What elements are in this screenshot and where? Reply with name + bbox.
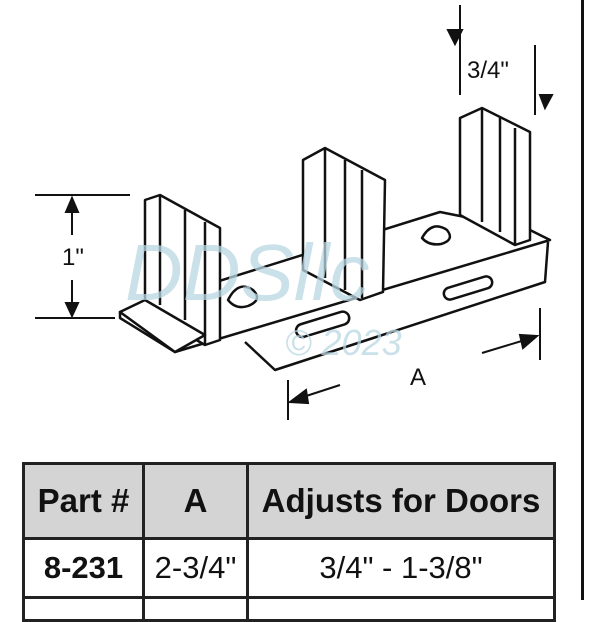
- door-guide-drawing: [118, 106, 552, 372]
- part-diagram: 1" 3/4" A DDSllc © 2023: [35, 5, 554, 420]
- border-line: [581, 0, 584, 600]
- table-header-row: Part # A Adjusts for Doors: [22, 462, 556, 540]
- cell-empty: [22, 596, 145, 622]
- specs-table: Part # A Adjusts for Doors 8-231 2-3/4" …: [22, 462, 556, 622]
- cell-a: 2-3/4": [142, 537, 249, 599]
- watermark-brand: DDSllc: [125, 228, 369, 317]
- cell-empty: [142, 596, 249, 622]
- dimension-lines: [35, 5, 554, 420]
- header-adjusts: Adjusts for Doors: [246, 462, 556, 540]
- tab-height-dimension-label: 3/4": [467, 57, 509, 84]
- header-part: Part #: [22, 462, 145, 540]
- watermark-copyright: © 2023: [285, 322, 402, 363]
- cell-empty: [246, 596, 556, 622]
- header-a: A: [142, 462, 249, 540]
- table-row: 8-231 2-3/4" 3/4" - 1-3/8": [22, 537, 556, 599]
- cell-part: 8-231: [22, 537, 145, 599]
- table-row-partial: [22, 596, 556, 622]
- height-dimension-label: 1": [62, 244, 84, 271]
- length-dimension-label: A: [410, 364, 426, 391]
- cell-adjusts: 3/4" - 1-3/8": [246, 537, 556, 599]
